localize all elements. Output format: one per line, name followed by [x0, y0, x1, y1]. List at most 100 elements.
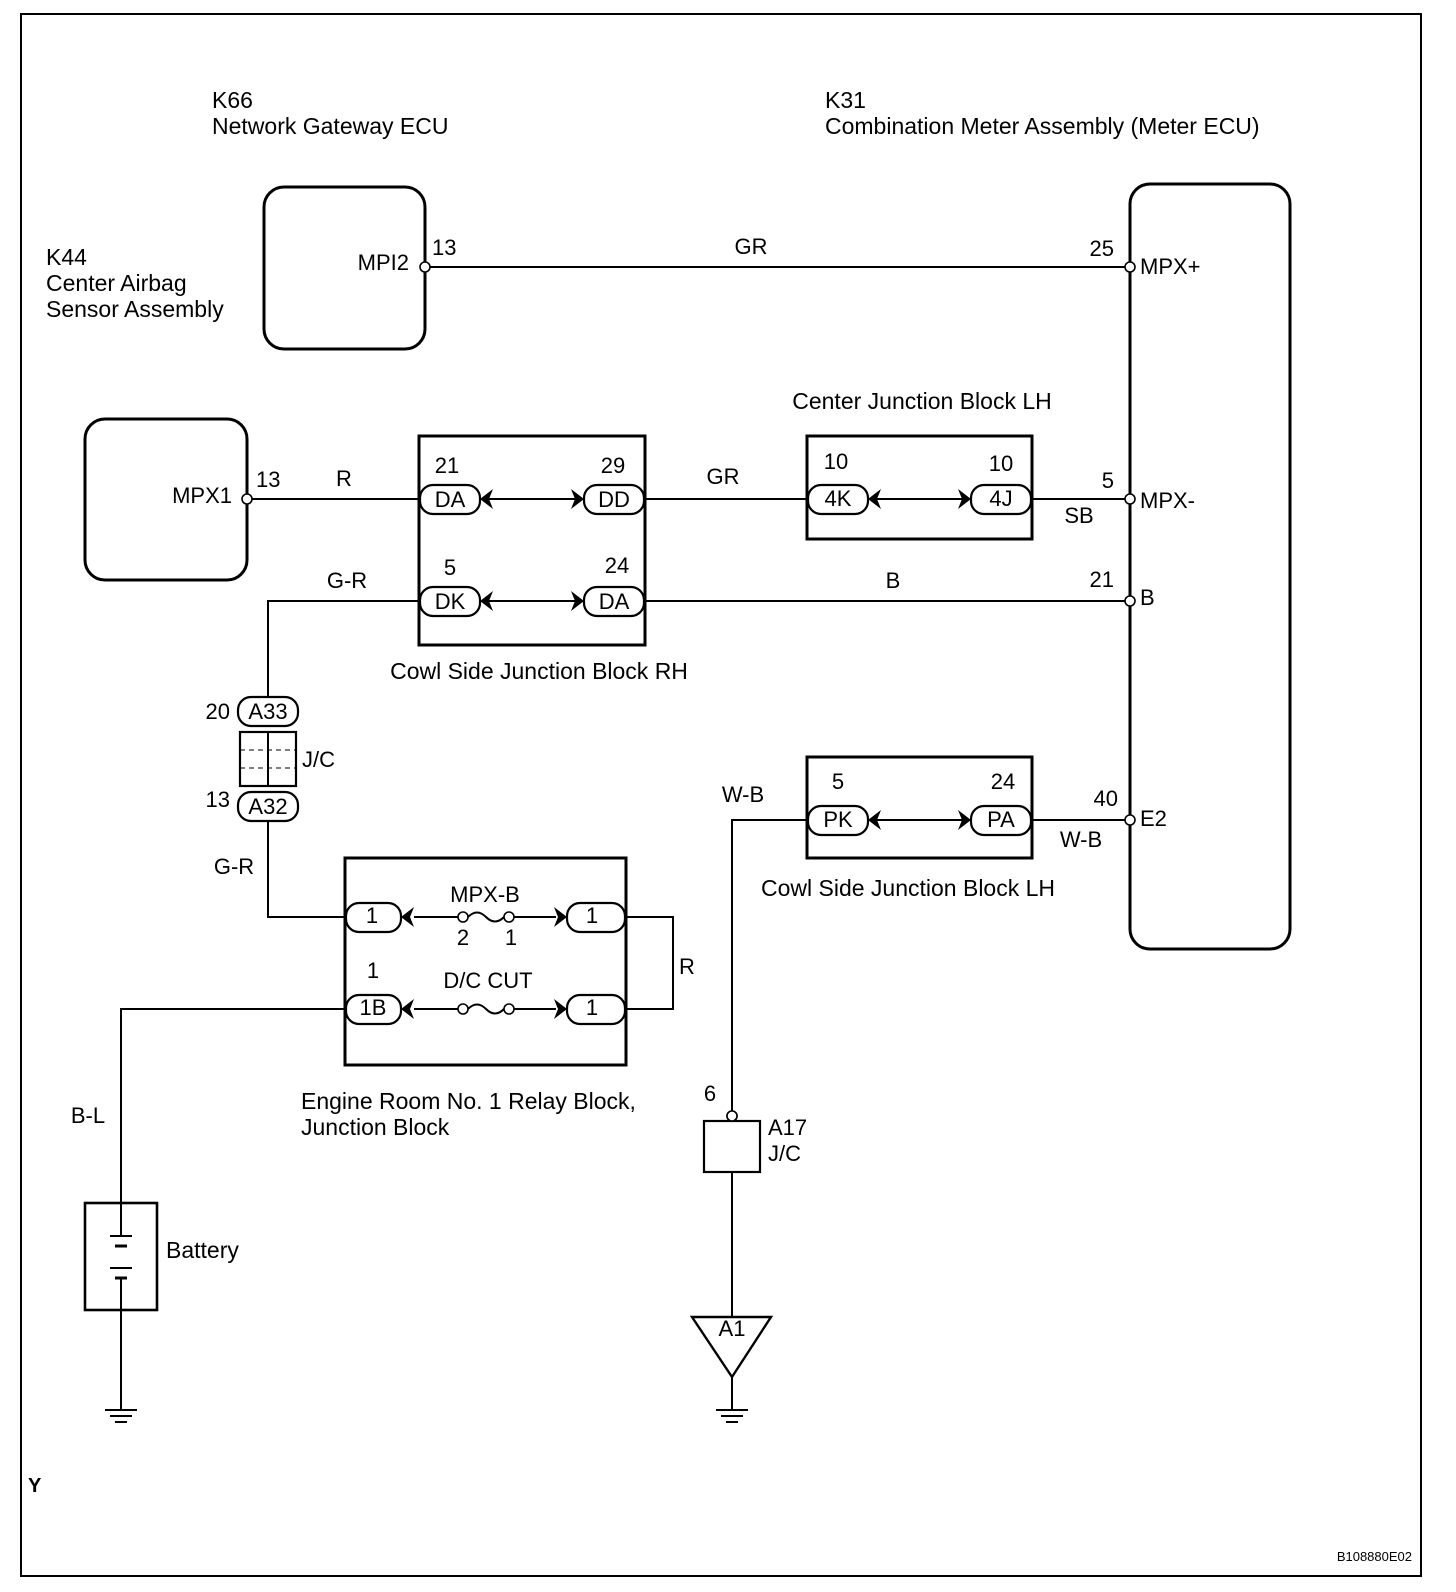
fuse-terminal	[503, 1003, 515, 1015]
cowl-jb-rh: 21 DA 29 DD 5 DK 24 DA Cowl Side Junctio…	[390, 434, 688, 684]
center-jb-lh-box	[805, 434, 1034, 541]
arrow-mark	[554, 907, 567, 927]
arrow-mark	[571, 591, 584, 611]
connector-1	[344, 901, 403, 934]
cowl-jb-rh-name: Cowl Side Junction Block RH	[390, 658, 688, 684]
fuse-dc-cut-icon	[467, 1003, 505, 1015]
connector-1b	[344, 993, 403, 1026]
wire-label-b-l: B-L	[71, 1103, 105, 1128]
gateway-pin-number: 13	[432, 235, 456, 260]
jc-top-pin: 20	[206, 699, 230, 724]
battery-label: Battery	[166, 1237, 239, 1263]
arrow-mark	[868, 810, 881, 830]
terminal	[1124, 595, 1136, 607]
fuse-dc-cut-label: D/C CUT	[443, 968, 532, 993]
center-jb-conn-4k: 4K	[825, 486, 852, 511]
gateway-ecu-name: Network Gateway ECU	[212, 113, 448, 139]
battery: Battery	[83, 1201, 239, 1423]
jc-a17: 6 A17 J/C	[702, 1081, 807, 1174]
connector-1	[565, 993, 627, 1026]
cowl-rh-conn-da-top: DA	[435, 487, 466, 512]
connector-pa	[969, 804, 1033, 837]
gateway-ecu: K66 Network Gateway ECU MPI2 13	[212, 87, 456, 351]
connector-a33	[236, 695, 300, 728]
meter-pin-40: 40	[1094, 786, 1118, 811]
connector-dd	[582, 483, 646, 516]
center-jb-pin-left: 10	[824, 449, 848, 474]
center-jb-lh: Center Junction Block LH 10 4K 10 4J	[792, 388, 1052, 541]
connector-da	[418, 483, 482, 516]
wire-label-gr-mid: GR	[707, 464, 740, 489]
airbag-pin-name: MPX1	[172, 483, 232, 508]
cowl-rh-pin-5: 5	[444, 555, 456, 580]
center-jb-conn-4j: 4J	[989, 486, 1012, 511]
relay-conn-1b: 1B	[360, 995, 387, 1020]
relay-conn-1-left: 1	[366, 903, 378, 928]
connector-4k	[806, 483, 870, 516]
wire-label-g-r-2: G-R	[214, 854, 254, 879]
arrow-mark	[958, 489, 971, 509]
ground-point-icon	[689, 1315, 774, 1380]
meter-pin-25: 25	[1090, 236, 1114, 261]
figure-id: B108880E02	[1337, 1549, 1412, 1564]
gateway-pin-name: MPI2	[358, 250, 409, 275]
cowl-jb-lh-box	[805, 755, 1034, 860]
cowl-rh-pin-21: 21	[435, 453, 459, 478]
jc-label: J/C	[302, 747, 335, 772]
arrow-mark	[401, 907, 414, 927]
center-jb-lh-name: Center Junction Block LH	[792, 388, 1052, 414]
relay-conn-1-right-bottom: 1	[586, 995, 598, 1020]
arrow-mark	[480, 591, 493, 611]
meter-pin-e2: E2	[1140, 806, 1167, 831]
combination-meter: K31 Combination Meter Assembly (Meter EC…	[825, 87, 1292, 951]
wire-label-w-b-right: W-B	[1060, 827, 1102, 852]
cowl-rh-conn-dd: DD	[598, 487, 630, 512]
wires	[120, 266, 1130, 1410]
wire-g-r-2	[267, 821, 345, 918]
a17-label: J/C	[768, 1141, 801, 1166]
arrow-mark	[958, 810, 971, 830]
wire-label-gr-top: GR	[735, 234, 768, 259]
gateway-ecu-code: K66	[212, 87, 253, 113]
cowl-jb-lh-name: Cowl Side Junction Block LH	[761, 875, 1055, 901]
fuse-terminal	[503, 911, 515, 923]
meter-code: K31	[825, 87, 866, 113]
fuse-pin-2: 2	[457, 925, 469, 950]
cowl-jb-rh-box	[417, 434, 647, 647]
wire-label-g-r-1: G-R	[327, 568, 367, 593]
wire-b-l	[120, 1008, 345, 1203]
corner-letter: Y	[28, 1475, 42, 1497]
terminal	[1124, 493, 1136, 505]
airbag-code: K44	[46, 244, 87, 270]
connector-1	[565, 901, 627, 934]
center-jb-pin-right: 10	[989, 451, 1013, 476]
cowl-rh-pin-24: 24	[605, 553, 629, 578]
connector-4j	[969, 483, 1033, 516]
cowl-rh-conn-da-bottom: DA	[599, 589, 630, 614]
terminal	[241, 493, 253, 505]
wire-r-relay	[626, 916, 674, 1010]
cowl-lh-conn-pa: PA	[987, 807, 1015, 832]
arrow-mark	[401, 999, 414, 1019]
wire-label-r-relay: R	[679, 954, 695, 979]
fuse-pin-1: 1	[505, 925, 517, 950]
airbag-name-1: Center Airbag	[46, 270, 187, 296]
connector-dk	[418, 585, 482, 618]
a17-code: A17	[768, 1115, 807, 1140]
relay-block-name-2: Junction Block	[301, 1114, 450, 1140]
jc-bottom-pin: 13	[206, 787, 230, 812]
terminal	[1124, 261, 1136, 273]
meter-pin-21: 21	[1090, 567, 1114, 592]
wire-label-w-b-left: W-B	[722, 782, 764, 807]
arrow-mark	[868, 489, 881, 509]
fuse-mpx-b-label: MPX-B	[450, 882, 520, 907]
airbag-sensor: K44 Center Airbag Sensor Assembly MPX1 1…	[46, 244, 280, 582]
meter-name: Combination Meter Assembly (Meter ECU)	[825, 113, 1260, 139]
wire-label-r: R	[336, 466, 352, 491]
wire-label-b: B	[886, 568, 901, 593]
arrow-mark	[554, 999, 567, 1019]
cowl-jb-lh: 5 PK 24 PA Cowl Side Junction Block LH	[761, 755, 1055, 901]
meter-pin-mpx-minus: MPX-	[1140, 488, 1195, 513]
cowl-rh-pin-29: 29	[601, 453, 625, 478]
